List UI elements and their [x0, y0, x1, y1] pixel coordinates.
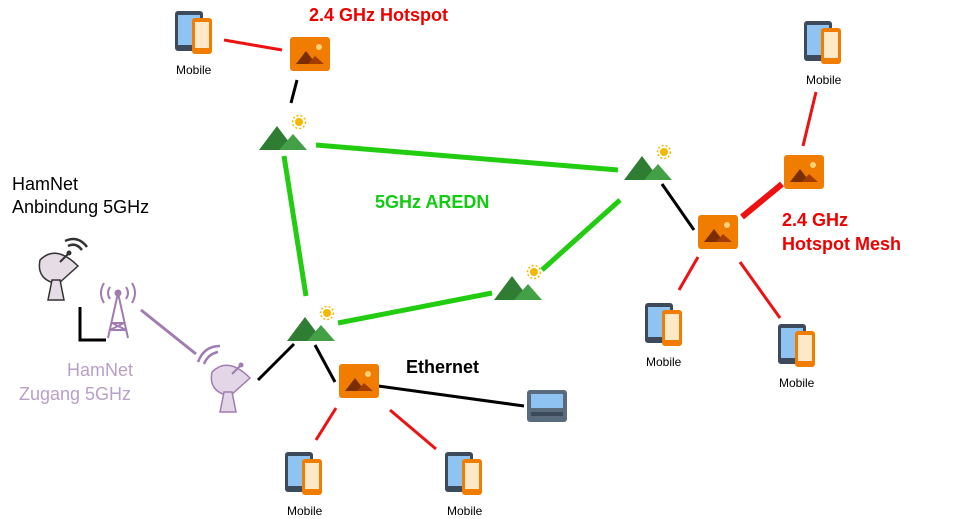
hamnet-link [140, 308, 197, 356]
hotspot-link [223, 38, 283, 52]
hotspot-links [223, 38, 818, 451]
mobile-label: Mobile [806, 73, 842, 87]
wired-link [289, 79, 299, 104]
mesh-node-icon [258, 114, 308, 151]
hotspot-link [677, 256, 700, 291]
hamnet-access-label-line2: Zugang 5GHz [19, 384, 132, 404]
mobile-label: Mobile [176, 63, 212, 77]
mobile-devices-icon [445, 452, 482, 495]
router-icon [339, 364, 379, 398]
wired-links [78, 79, 696, 408]
aredn-links [281, 142, 622, 326]
mobile-devices-icon [778, 324, 815, 367]
mesh-node-icon [623, 144, 673, 181]
mesh-node-icon [493, 264, 543, 301]
mobile-label: Mobile [287, 504, 323, 518]
hotspot-title: 2.4 GHz Hotspot [309, 5, 449, 25]
wired-link [377, 384, 525, 408]
hamnet-link-label-line1: HamNet [12, 174, 79, 194]
wired-link [660, 183, 696, 231]
radio-tower-icon [100, 282, 136, 339]
router-icon [698, 215, 738, 249]
laptop-icon [527, 390, 567, 422]
aredn-link [281, 155, 309, 297]
hamnet-link-label-line2: Anbindung 5GHz [12, 197, 150, 217]
wired-link [256, 342, 296, 382]
aredn-link [540, 198, 622, 272]
hotspot-link [314, 407, 338, 441]
mobile-devices-icon [175, 11, 212, 54]
mobile-label: Mobile [646, 355, 682, 369]
hotspot-link [389, 408, 437, 451]
mobile-label: Mobile [779, 376, 815, 390]
mobile-devices-icon [285, 452, 322, 495]
mesh-node-icon [286, 305, 336, 342]
hamnet-access-label-line1: HamNet [67, 360, 134, 380]
mobile-label: Mobile [447, 504, 483, 518]
hotspot-link [801, 91, 818, 147]
hotspot-mesh-title-line1: 2.4 GHz [782, 210, 849, 230]
aredn-label: 5GHz AREDN [375, 192, 490, 212]
hotspot-link [740, 181, 784, 220]
wired-link [313, 344, 337, 383]
mobile-devices-icon [804, 21, 841, 64]
aredn-link [315, 142, 619, 173]
satellite-dish-icon [196, 344, 252, 413]
hotspot-link [738, 261, 782, 319]
ethernet-label: Ethernet [406, 357, 480, 377]
aredn-link [337, 290, 493, 326]
hotspot-mesh-title-line2: Hotspot Mesh [782, 234, 901, 254]
router-icon [784, 155, 824, 189]
satellite-dish-icon [38, 237, 89, 302]
router-icon [290, 37, 330, 71]
wired-link [78, 307, 106, 342]
mobile-devices-icon [645, 303, 682, 346]
